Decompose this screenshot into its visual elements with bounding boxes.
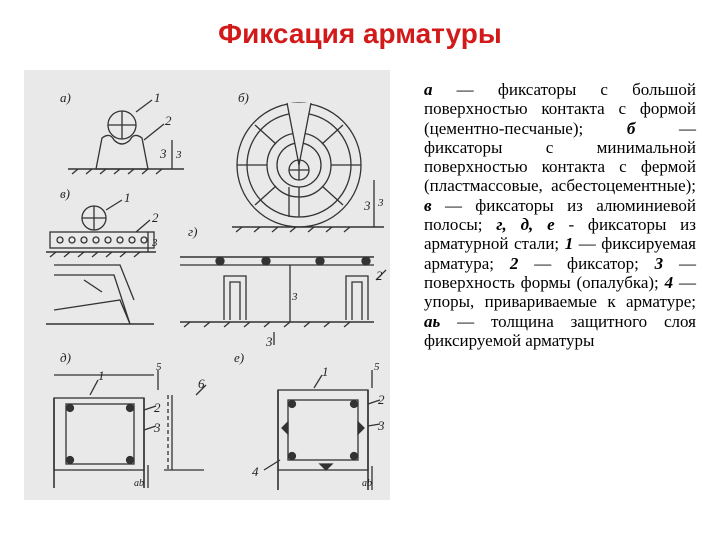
drawing-b: б) 3 3 <box>232 90 384 233</box>
ab-label: аb <box>362 478 372 489</box>
aluminium-strip <box>49 231 155 249</box>
label-b: б) <box>238 90 249 105</box>
label-3: 3 <box>363 198 371 213</box>
dim-label: 3 <box>175 149 182 161</box>
ab-label: аb <box>134 478 144 489</box>
dim-label: 3 <box>377 197 384 209</box>
caption-text-gde: - фиксаторы из арматурной стали; <box>424 215 696 254</box>
bent-fixator <box>53 274 131 325</box>
caption-key-ab: аь <box>424 311 441 331</box>
caption-text-4: — упоры, привариваемые к арматуре; <box>424 272 696 312</box>
caption-key-a: а <box>424 80 433 99</box>
drawing-g: г) 3 2 3 <box>180 224 387 349</box>
caption-key-b: б <box>626 118 636 138</box>
label-1: 1 <box>322 364 329 379</box>
dim-label: 3 <box>291 291 298 303</box>
caption-text-3: — поверхность формы (опалубка); <box>424 253 696 292</box>
label-1: 1 <box>154 90 161 105</box>
label-5: 5 <box>374 361 380 373</box>
label-e: е) <box>234 350 244 365</box>
label-3: 3 <box>265 334 273 349</box>
bent-fixator <box>223 275 247 320</box>
drawing-e: е) 1 2 3 4 5 аb <box>234 350 385 490</box>
weld-stop <box>281 420 289 436</box>
label-6: 6 <box>198 376 205 391</box>
label-a: а) <box>60 90 71 105</box>
caption-text-ab: — толщина защитного слоя фиксируемой арм… <box>424 311 696 350</box>
dim-label: 3 <box>151 237 158 249</box>
caption-key-1: 1 <box>564 234 574 254</box>
caption-key-v: в <box>424 195 432 215</box>
label-2: 2 <box>378 392 385 407</box>
label-2: 2 <box>165 113 172 128</box>
drawing-v: в) 1 2 3 <box>46 186 159 325</box>
label-2: 2 <box>152 210 159 225</box>
technical-drawing: а) 1 2 3 3 б) <box>24 70 390 500</box>
label-1: 1 <box>98 368 105 383</box>
drawing-a: а) 1 2 3 3 <box>60 90 184 175</box>
label-v: в) <box>60 186 70 201</box>
caption-key-gde: г, д, е <box>496 215 555 235</box>
caption-text-1: — фиксируемая арматура; <box>424 234 696 273</box>
caption-text-2: — фиксатор; <box>518 253 655 273</box>
caption-text: а — фиксаторы с большой поверхностью кон… <box>424 80 696 350</box>
caption-key-4: 4 <box>664 272 674 292</box>
caption-text-b: — фиксаторы с минимальной поверхностью к… <box>424 118 696 196</box>
drawing-d: д) 1 2 3 5 аb 6 <box>53 350 207 489</box>
label-4: 4 <box>252 464 259 479</box>
label-1: 1 <box>124 190 131 205</box>
label-5: 5 <box>156 361 162 373</box>
caption-text-v: — фиксаторы из алюминиевой полосы; <box>424 195 696 235</box>
label-2: 2 <box>154 400 161 415</box>
caption-key-3: 3 <box>654 253 664 273</box>
label-3: 3 <box>153 420 161 435</box>
caption-key-2: 2 <box>509 253 519 273</box>
label-g: г) <box>188 224 197 239</box>
caption-text-a: — фиксаторы с большой поверхностью конта… <box>424 80 696 138</box>
fixator-body <box>95 134 149 170</box>
label-3: 3 <box>159 146 167 161</box>
label-3: 3 <box>377 418 385 433</box>
label-2: 2 <box>376 268 383 283</box>
label-d: д) <box>60 350 71 365</box>
slide-title: Фиксация арматуры <box>218 18 502 49</box>
